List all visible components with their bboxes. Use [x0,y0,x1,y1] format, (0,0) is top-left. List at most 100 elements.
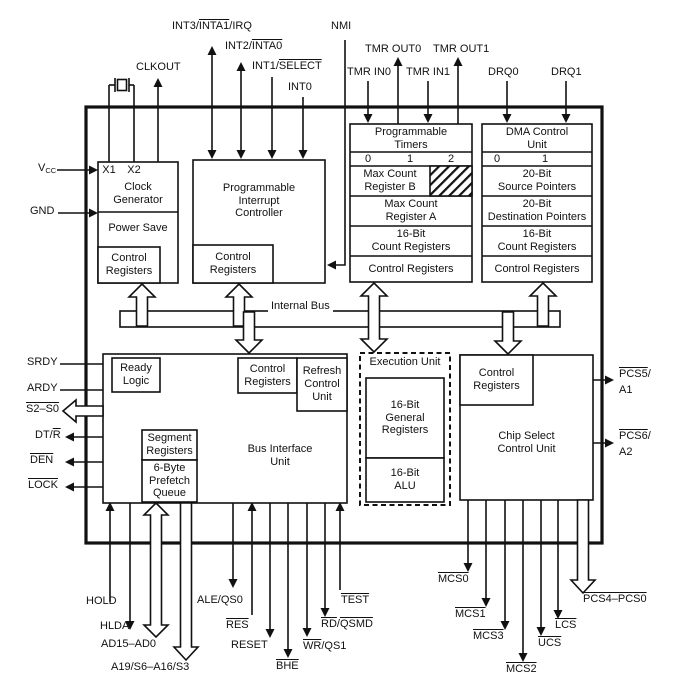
crystal-symbol [108,78,135,162]
dtr-ov: R [52,429,61,441]
pin-label-test: TEST [341,594,370,606]
addr-bus-arrow [172,502,200,662]
pin-label-res: RES [226,619,249,631]
timers-title: Programmable Timers [374,125,448,151]
pin-label-vcc: VCC [38,162,57,175]
pin-label-dtr: DT/R [35,429,61,442]
pin-label-status-bus: S2–S0 [26,403,60,415]
pin-label-tmr-in1: TMR IN1 [406,66,450,78]
pic-control-registers-label: Control Registers [209,251,257,276]
prefetch-queue-label: 6-Byte Prefetch Queue [149,461,190,500]
pin-label-ad-bus: AD15–AD0 [101,638,157,650]
dtr-pre: DT/ [35,429,53,441]
dma-title: DMA Control Unit [505,125,569,151]
timers-row-control: Control Registers [368,262,454,275]
general-registers-box [365,377,445,459]
pin-label-int1: INT1/SELECT [252,60,322,73]
pin-label-int0: INT0 [288,81,312,93]
pin-label-pcs6: PCS6/ [619,430,651,443]
pcs-bus-arrow [569,499,597,595]
clock-control-registers-box [97,246,161,284]
int3-ov: INTA1 [198,20,230,32]
pin-label-int3: INT3/INTA1/IRQ [172,20,252,33]
ad-bus-arrow [142,501,170,639]
alu-box [365,457,445,503]
pin-label-tmr-in0: TMR IN0 [347,66,391,78]
blocks [97,123,594,506]
dma-row-source: 20-Bit Source Pointers [497,168,577,193]
pin-label-gnd: GND [30,205,55,217]
pin-label-a2: A2 [619,446,633,458]
general-registers-label: 16-Bit General Registers [381,398,429,437]
clock-x2-label: X2 [127,163,141,176]
segment-registers-label: Segment Registers [146,432,193,457]
pcs6-ov: PCS6 [619,430,648,442]
bus-interface-unit-label: Bus Interface Unit [247,443,313,468]
timers-row-max-b: Max Count Register B [363,168,417,193]
execution-unit-box [359,352,451,506]
pic-control-registers-box [192,244,274,284]
prefetch-queue-box [141,459,198,503]
pin-label-a1: A1 [619,384,633,396]
vcc-sub: CC [45,166,57,175]
arrowheads [65,46,614,662]
pin-label-int2: INT2/INTA0 [225,40,283,53]
cs-control-registers-box [459,354,534,406]
status-bus-arrow [61,398,104,424]
pin-label-hold: HOLD [86,595,117,607]
pin-label-ale: ALE/QS0 [197,594,243,606]
cs-control-registers-label: Control Registers [473,367,520,392]
pin-label-addr-bus: A19/S6–A16/S3 [111,661,190,673]
pin-label-drq1: DRQ1 [551,66,582,78]
int1-ov: SELECT [278,60,322,72]
pin-label-tmr-out0: TMR OUT0 [365,43,422,55]
timer-col-1: 1 [406,152,414,165]
pin-label-ardy: ARDY [27,382,58,394]
pin-label-clkout: CLKOUT [136,61,181,73]
internal-bus-label: Internal Bus [268,300,333,313]
vcc-main: V [38,162,46,174]
pin-label-lock: LOCK [28,479,58,491]
timers-row-max-a: Max Count Register A [384,198,438,223]
bus-pin-arrows [61,398,597,662]
internal-bus [119,281,561,356]
timer2-hatched-cell [429,165,473,197]
clock-generator-label: Clock Generator [113,181,163,206]
pin-label-mcs3: MCS3 [473,630,504,642]
dma-row-dest: 20-Bit Destination Pointers [487,198,587,223]
wr-post: /QS1 [321,640,347,652]
timer-col-2: 2 [447,152,455,165]
pin-label-ucs: UCS [538,637,562,649]
pcs5-post: / [647,368,651,380]
pin-label-lcs: LCS [555,619,577,631]
dma-col-1: 1 [541,152,549,165]
pin-label-srdy: SRDY [27,356,58,368]
biu-control-registers-label: Control Registers [244,362,291,388]
interrupt-controller-label: Programmable Interrupt Controller [222,181,296,220]
pin-label-reset: RESET [231,639,268,651]
pin-label-nmi: NMI [331,20,352,32]
int2-ov: INTA0 [251,40,283,52]
int2-pre: INT2/ [225,40,252,52]
pin-label-pcs5: PCS5/ [619,368,651,381]
pin-label-hlda: HLDA [100,620,130,632]
refresh-control-unit-label: Refresh Control Unit [302,365,342,403]
dma-row-count: 16-Bit Count Registers [497,228,577,253]
int3-post: /IRQ [229,20,252,32]
pin-label-den: DEN [30,454,54,466]
wr-ov: WR [303,640,322,652]
pin-label-drq0: DRQ0 [488,66,519,78]
timer-col-0: 0 [364,152,372,165]
clock-x1-label: X1 [102,163,116,176]
chip-select-label: Chip Select Control Unit [497,430,556,455]
pin-label-rd: RD/QSMD [321,618,373,631]
pin-label-tmr-out1: TMR OUT1 [433,43,490,55]
pin-label-wr: WR/QS1 [303,640,347,653]
chip-outline [84,105,604,545]
rd-mid: / [336,618,340,630]
rd-ov: RD [321,618,337,630]
pin-label-mcs2: MCS2 [506,663,537,675]
int3-pre: INT3/ [172,20,199,32]
pin-label-mcs0: MCS0 [438,573,469,585]
